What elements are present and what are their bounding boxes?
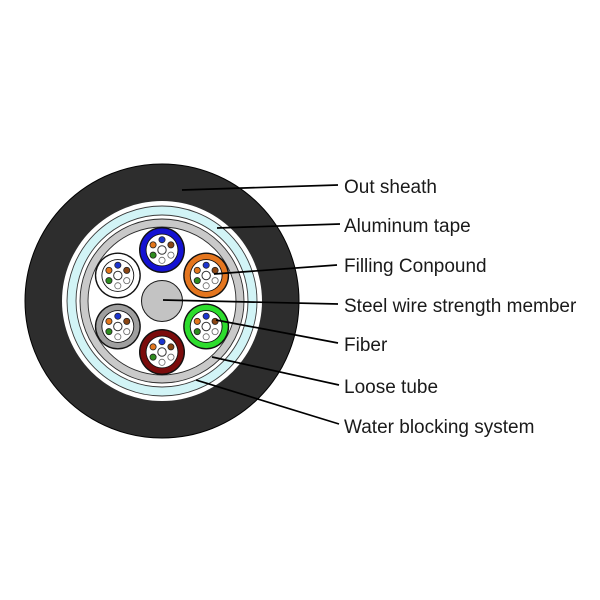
fiber-dot xyxy=(202,333,210,341)
fiber-dot xyxy=(193,317,201,325)
label-out-sheath: Out sheath xyxy=(344,177,437,198)
fiber-dot xyxy=(105,277,113,285)
fiber-dot xyxy=(149,353,157,361)
fiber-dot xyxy=(193,328,201,336)
loose-tube-gray xyxy=(94,303,141,350)
fiber-dot xyxy=(202,261,210,269)
fiber-dot xyxy=(211,328,219,336)
label-loose-tube: Loose tube xyxy=(344,377,438,398)
loose-tube-white xyxy=(94,252,141,299)
fiber-dot xyxy=(149,241,157,249)
fiber-dot xyxy=(105,328,113,336)
fiber-dot xyxy=(149,343,157,351)
fiber-dot xyxy=(167,343,175,351)
fiber-dot xyxy=(114,333,122,341)
leader-line-fiber xyxy=(215,319,339,344)
center-filler-dot xyxy=(157,245,167,255)
fiber-dot xyxy=(211,277,219,285)
leader-line-water-blocking-system xyxy=(195,379,340,425)
loose-tube-orange xyxy=(183,252,230,299)
fiber-dot xyxy=(114,312,122,320)
fiber-dot xyxy=(211,317,219,325)
center-filler-dot xyxy=(201,321,211,332)
label-steel-wire-strength-member: Steel wire strength member xyxy=(344,296,577,317)
loose-tubes xyxy=(94,227,230,375)
fiber-dot xyxy=(211,266,219,274)
fiber-dot xyxy=(158,358,166,366)
leader-lines xyxy=(162,184,341,425)
label-fiber: Fiber xyxy=(344,335,388,356)
fiber-dot xyxy=(202,312,210,320)
leader-line-filling-compound xyxy=(213,264,338,275)
fiber-dot xyxy=(123,266,131,274)
fiber-dot xyxy=(167,353,175,361)
fiber-dot xyxy=(167,241,175,249)
fiber-dot xyxy=(114,282,122,290)
fiber-dot xyxy=(114,261,122,269)
fiber-dot xyxy=(158,236,166,244)
loose-tube-green xyxy=(183,303,230,350)
center-filler-dot xyxy=(113,321,123,332)
fiber-dot xyxy=(202,282,210,290)
fiber-dot xyxy=(149,251,157,259)
label-water-blocking-system: Water blocking system xyxy=(344,417,534,438)
fiber-dot xyxy=(158,256,166,264)
center-filler-dot xyxy=(113,270,123,281)
loose-tube-maroon xyxy=(139,329,185,375)
fiber-dot xyxy=(193,266,201,274)
fiber-dot xyxy=(105,266,113,274)
cable-rings xyxy=(24,163,300,439)
label-filling-compound: Filling Conpound xyxy=(344,256,487,277)
leader-line-aluminum-tape xyxy=(216,223,341,229)
label-aluminum-tape: Aluminum tape xyxy=(344,216,471,237)
fiber-dot xyxy=(123,317,131,325)
fiber-dot xyxy=(105,317,113,325)
loose-tube-blue xyxy=(139,227,185,273)
fiber-dot xyxy=(123,277,131,285)
leader-line-out-sheath xyxy=(181,184,339,191)
fiber-dot xyxy=(193,277,201,285)
fiber-dot xyxy=(167,251,175,259)
fiber-dot xyxy=(158,338,166,346)
center-filler-dot xyxy=(157,347,167,357)
leader-line-loose-tube xyxy=(211,356,340,386)
center-filler-dot xyxy=(201,270,211,281)
fiber-dot xyxy=(123,328,131,336)
leader-line-steel-wire-strength-member xyxy=(162,299,339,305)
